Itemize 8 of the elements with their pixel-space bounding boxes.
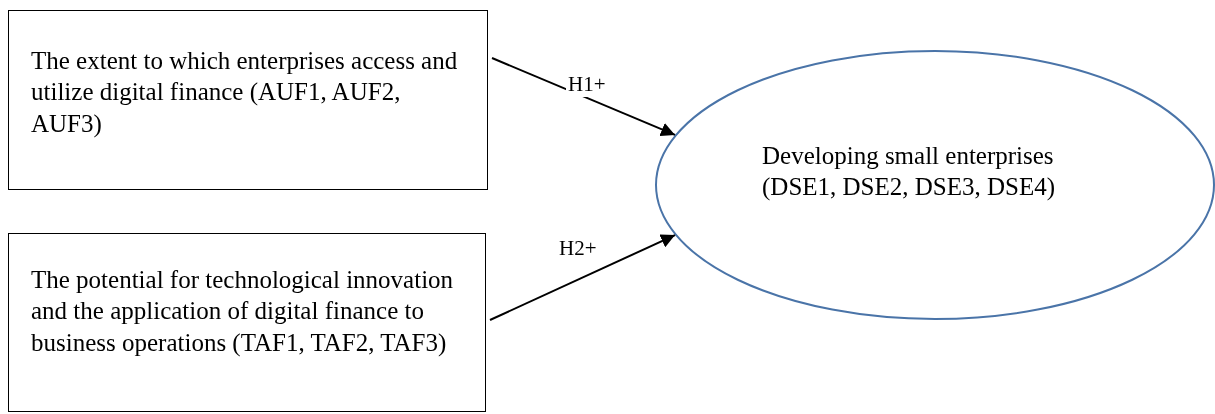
construct-ellipse [655, 50, 1215, 320]
node-text: The potential for technological innovation and the application of digital finance to business operations (TAF1, TAF2, TAF3) [31, 266, 454, 356]
arrow [491, 57, 676, 136]
construct-box [8, 233, 486, 412]
construct-box [8, 10, 488, 190]
node-text: Developing small enterprises (DSE1, DSE2, DSE3, DSE4) [762, 142, 1056, 201]
arrow [489, 234, 676, 321]
node-text: The extent to which enterprises access and utilize digital finance (AUF1, AUF2, AUF3) [31, 47, 458, 137]
